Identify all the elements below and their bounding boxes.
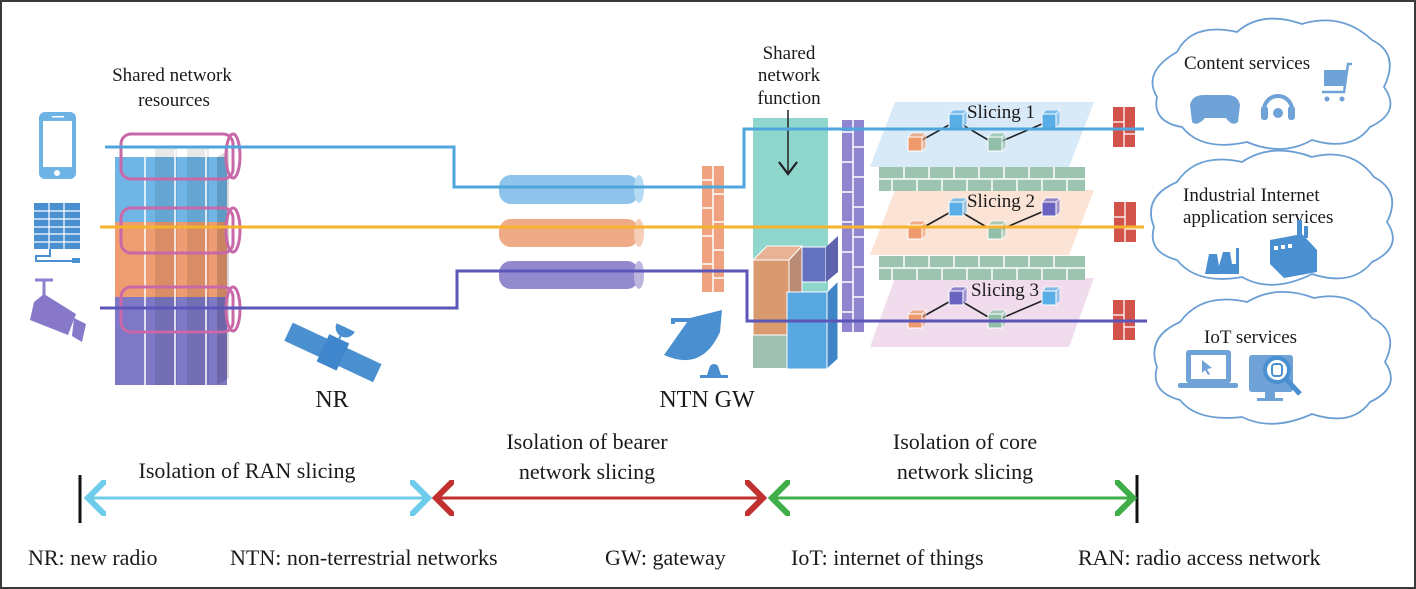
slice-isolation-wall-1: [879, 167, 1085, 191]
slice-3-node-cube: [907, 309, 927, 329]
slice-isolation-wall-2: [879, 256, 1085, 280]
slice-2-node-cube: [1041, 197, 1061, 217]
legend-nr: NR: new radio: [28, 545, 158, 570]
slice-plane-1: [870, 102, 1094, 167]
shared-function-label-line2: network: [758, 65, 821, 86]
edge-firewall-2: [1114, 202, 1136, 242]
content-services-cloud: Content services: [1151, 17, 1392, 150]
bearer-isolation-label-line1: Isolation of bearer: [506, 429, 668, 454]
iot-services-label: IoT services: [1204, 327, 1297, 348]
slice-3-node-cube: [987, 309, 1007, 329]
slice-3-path: [100, 269, 1147, 323]
shared-resource-tower: [115, 147, 229, 385]
core-function-cubes: [751, 236, 839, 371]
shopping-cart-icon: [1322, 62, 1352, 102]
iot-services-cloud: IoT services: [1153, 290, 1392, 425]
camera-icon: [30, 278, 86, 342]
industrial-services-label-line2: application services: [1183, 207, 1333, 228]
core-isolation-label-line2: network slicing: [897, 459, 1033, 484]
ran-isolation-label: Isolation of RAN slicing: [139, 458, 356, 483]
content-services-label: Content services: [1184, 53, 1310, 74]
edge-firewall-1: [1113, 107, 1135, 147]
slice-node-graph: [907, 109, 1061, 329]
slice-1-node-cube: [907, 132, 927, 152]
slice-3-node-cube: [1041, 286, 1061, 306]
shared-function-label-line1: Shared: [763, 43, 816, 64]
slice-3-node-cube: [948, 286, 968, 306]
slicing-1-label: Slicing 1: [967, 102, 1035, 123]
legend-iot: IoT: internet of things: [791, 545, 984, 570]
slice-1-node-cube: [1041, 109, 1061, 129]
bearer-isolation-label-line2: network slicing: [519, 459, 655, 484]
slice-2-node-cube: [987, 220, 1007, 240]
satellite-icon: [284, 322, 382, 383]
nr-label: NR: [315, 387, 348, 413]
legend-ran: RAN: radio access network: [1078, 545, 1321, 570]
industrial-services-label-line1: Industrial Internet: [1183, 185, 1320, 206]
factory-icon: [1205, 248, 1239, 274]
shared-resources-label-line2: resources: [138, 90, 210, 111]
smartphone-icon: [39, 112, 76, 179]
slice-1-node-cube: [948, 109, 968, 129]
bearer-firewall: [702, 166, 724, 292]
legend-ntn: NTN: non-terrestrial networks: [230, 545, 498, 570]
ntn-gateway-dish-icon: [664, 310, 728, 378]
slice-2-node-cube: [907, 220, 927, 240]
monitor-search-icon: [1249, 355, 1302, 401]
industrial-building-icon: [1270, 220, 1317, 278]
slice-1-path: [105, 127, 1144, 189]
solar-panel-icon: [34, 203, 80, 263]
laptop-icon: [1178, 350, 1238, 388]
industrial-services-cloud: Industrial Internet application services: [1150, 149, 1394, 286]
shared-resources-label-line1: Shared network: [112, 65, 232, 86]
gamepad-icon: [1190, 95, 1240, 124]
headphones-icon: [1261, 94, 1295, 120]
ntn-gw-label: NTN GW: [659, 387, 755, 413]
slicing-2-label: Slicing 2: [967, 191, 1035, 212]
slice-1-node-cube: [987, 132, 1007, 152]
core-isolation-label-line1: Isolation of core: [893, 429, 1037, 454]
legend-gw: GW: gateway: [605, 545, 726, 570]
slicing-3-label: Slicing 3: [971, 280, 1039, 301]
slice-plane-2: [870, 190, 1094, 255]
shared-function-label-line3: function: [757, 88, 821, 109]
slice-2-node-cube: [948, 197, 968, 217]
